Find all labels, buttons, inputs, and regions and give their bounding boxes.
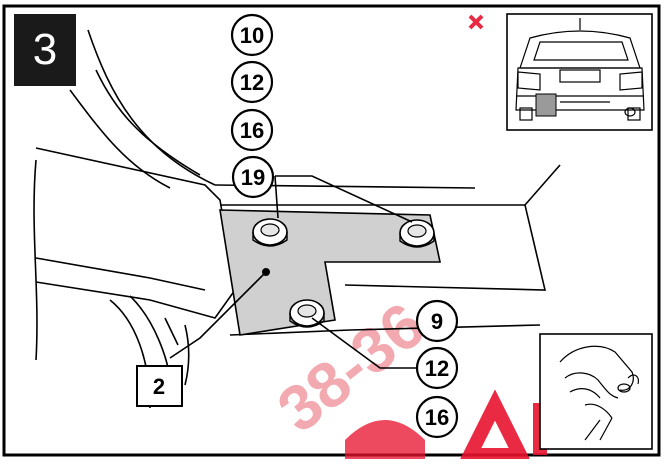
callout-top-2: 12 bbox=[230, 60, 274, 104]
callout-bottom-3: 16 bbox=[415, 395, 459, 439]
callout-top-3: 16 bbox=[230, 108, 274, 152]
inset-hand-tightening bbox=[539, 333, 653, 450]
nut-right bbox=[399, 219, 435, 248]
nut-bottom bbox=[289, 299, 325, 328]
step-number-badge: 3 bbox=[14, 14, 76, 86]
callout-bottom-2: 12 bbox=[415, 346, 459, 390]
watermark-logo-shape bbox=[345, 420, 425, 460]
inset-car-rear-view bbox=[506, 13, 653, 131]
svg-text:16: 16 bbox=[240, 118, 264, 143]
callout-bottom-1: 9 bbox=[415, 299, 459, 343]
hand-icon bbox=[559, 345, 639, 441]
part-label-box: 2 bbox=[136, 365, 183, 407]
nut-left bbox=[252, 218, 288, 247]
svg-text:12: 12 bbox=[425, 356, 449, 381]
svg-text:16: 16 bbox=[425, 405, 449, 430]
bumper-body bbox=[33, 29, 236, 409]
step-number: 3 bbox=[32, 25, 58, 74]
svg-text:10: 10 bbox=[240, 23, 264, 48]
part-2-marker-dot bbox=[262, 268, 270, 276]
leader-lines bbox=[169, 175, 418, 369]
callout-top-4: 19 bbox=[231, 155, 275, 199]
svg-text:9: 9 bbox=[431, 309, 443, 334]
callout-top-1: 10 bbox=[230, 13, 274, 57]
highlighted-mount-area bbox=[535, 93, 557, 117]
part-label: 2 bbox=[153, 374, 165, 399]
svg-text:19: 19 bbox=[241, 165, 265, 190]
svg-text:12: 12 bbox=[240, 70, 264, 95]
frame-border bbox=[2, 4, 661, 457]
watermark-mark-icon bbox=[468, 14, 484, 30]
